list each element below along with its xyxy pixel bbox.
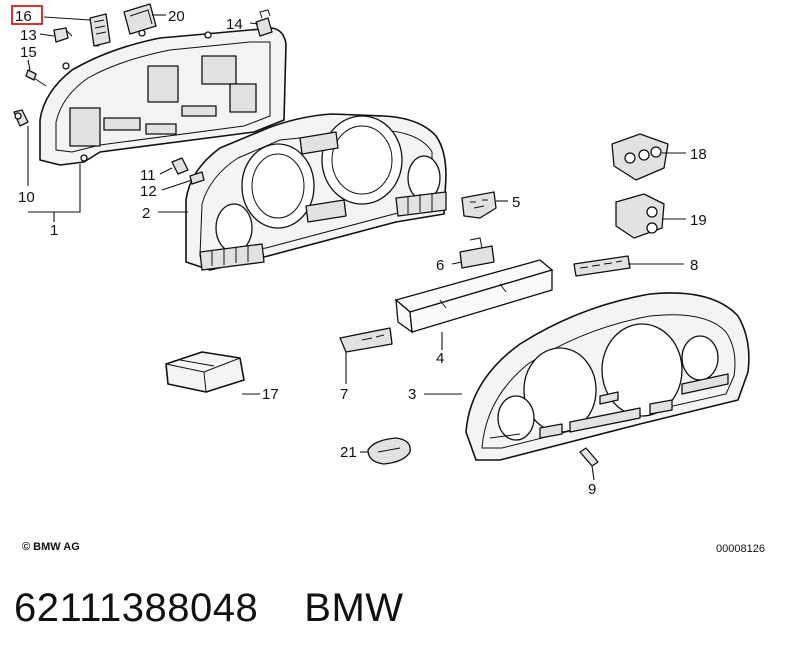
part-19-connector[interactable] [615,193,665,239]
part-6-indicator-plate[interactable] [459,237,495,269]
brand-name: BMW [304,586,404,630]
callout-labels: 16 20 14 13 15 10 1 11 12 2 18 19 5 6 8 … [11,5,707,498]
callout-4[interactable]: 4 [436,350,444,367]
part-21-plate[interactable] [367,437,411,465]
callout-16-highlight-box [11,5,43,25]
part-20-clip[interactable] [123,3,157,35]
part-1-circuit-board[interactable] [39,27,287,166]
part-17-module[interactable] [165,351,245,393]
part-4-cover-glass[interactable] [394,259,554,334]
part-18-connector[interactable] [611,133,669,181]
callout-14[interactable]: 14 [226,16,243,33]
part-13-bulb[interactable] [53,27,73,43]
part-10-bulb-socket[interactable] [13,109,29,127]
callout-5[interactable]: 5 [512,194,520,211]
callout-21[interactable]: 21 [340,444,357,461]
callout-3[interactable]: 3 [408,386,416,403]
callout-20[interactable]: 20 [168,8,185,25]
part-number: 62111388048 [14,586,259,630]
part-11-bulb[interactable] [171,157,189,175]
callout-9[interactable]: 9 [588,481,596,498]
callout-11[interactable]: 11 [140,167,156,184]
callout-6[interactable]: 6 [436,257,444,274]
callout-7[interactable]: 7 [340,386,348,403]
part-16-connector[interactable] [89,13,111,47]
callout-18[interactable]: 18 [690,146,707,163]
part-3-front-bezel[interactable] [465,292,750,461]
part-2-gauge-housing[interactable] [185,113,447,271]
callout-8[interactable]: 8 [690,257,698,274]
part-5-indicator-plate[interactable] [461,191,497,219]
part-9-reset-pin[interactable] [579,447,599,467]
drawing-number: 00008126 [716,543,765,555]
part-15-screw[interactable] [25,69,47,87]
callout-13[interactable]: 13 [20,27,37,44]
callout-16[interactable]: 16 [15,8,32,25]
part-7-label-plate[interactable] [339,327,393,353]
callout-10[interactable]: 10 [18,189,35,206]
callout-12[interactable]: 12 [140,183,157,200]
callout-17[interactable]: 17 [262,386,279,403]
leader-lines [27,14,686,481]
callout-1[interactable]: 1 [50,222,58,239]
part-14-bulb[interactable] [255,9,273,37]
callout-2[interactable]: 2 [142,205,150,222]
part-12-bulb-holder[interactable] [189,171,205,185]
copyright-notice: © BMW AG [22,541,80,553]
footer-caption: 62111388048 BMW [14,586,404,631]
callout-15[interactable]: 15 [20,44,37,61]
part-8-indicator-plate[interactable] [573,255,631,277]
callout-19[interactable]: 19 [690,212,707,229]
